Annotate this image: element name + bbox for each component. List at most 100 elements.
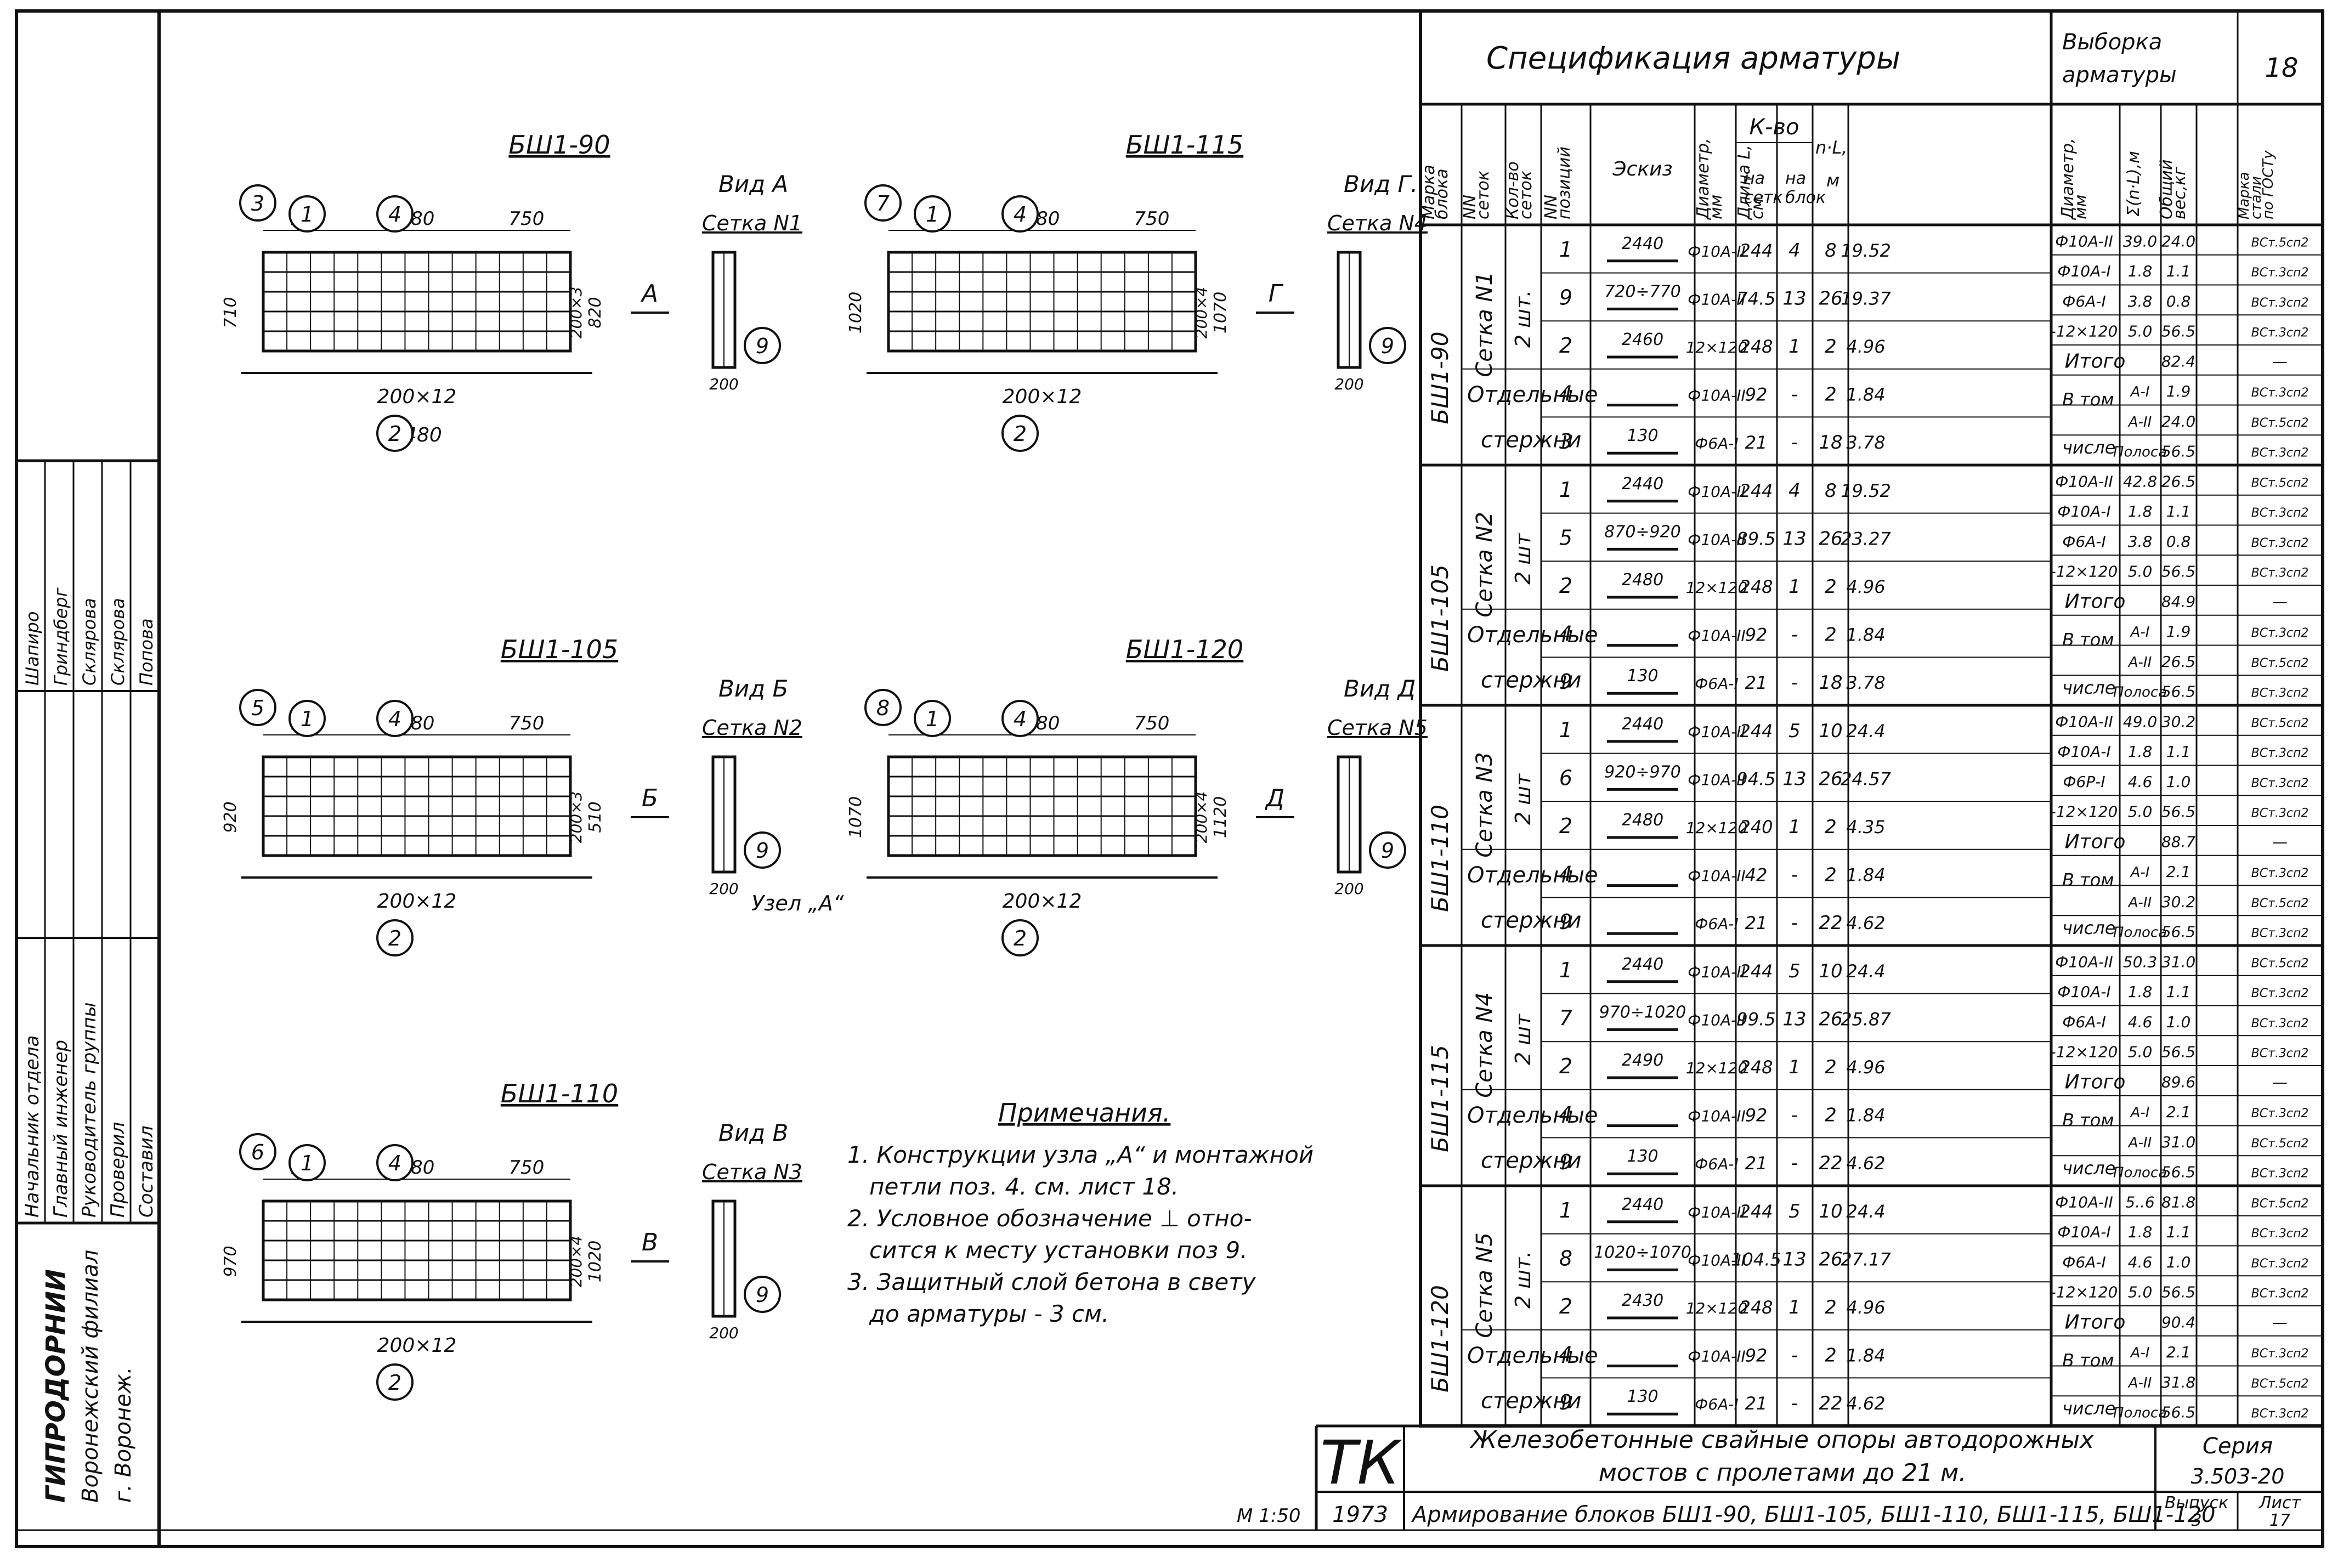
qty-per-block: 2 — [1825, 1297, 1837, 1318]
position-balloon: 9 — [1381, 334, 1394, 358]
qty-per-block: 26 — [1819, 528, 1842, 550]
incl-weight: 56.5 — [2161, 1163, 2195, 1181]
sel-diameter: Ф10А-II — [2055, 1193, 2113, 1211]
sketch-dim: 2480 — [1622, 811, 1663, 830]
bar-length: 248 — [1739, 576, 1773, 597]
sketch-dim: 130 — [1627, 666, 1658, 686]
position-balloon: 9 — [756, 839, 769, 863]
total-dash: — — [2272, 1313, 2288, 1331]
dim-step: 200×12 — [377, 386, 457, 408]
bar-diameter: Ф10А-II — [1688, 723, 1746, 741]
sel-diameter: Ф10А-I — [2057, 262, 2110, 280]
qty-per-block: 22 — [1819, 912, 1842, 934]
qty-per-block: 2 — [1825, 576, 1837, 598]
total-length: 19.52 — [1841, 480, 1891, 501]
block-mark: БШ1-115 — [1427, 1045, 1453, 1152]
sel-steel: ВСт.5сп2 — [2251, 236, 2309, 250]
bar-diameter: Ф6А-I — [1695, 1155, 1738, 1173]
position-number: 1 — [1559, 1198, 1572, 1222]
side-name: Склярова — [107, 598, 128, 686]
qty-per-net: - — [1791, 624, 1798, 646]
note-line: до арматуры - 3 см. — [869, 1300, 1109, 1327]
incl-class: А-II — [2127, 654, 2152, 671]
position-number: 2 — [1559, 1054, 1572, 1078]
qty-per-block: 2 — [1825, 384, 1837, 406]
sel-sum: 39.0 — [2123, 232, 2157, 250]
sel-weight: 81.8 — [2161, 1193, 2195, 1211]
block-mark: БШ1-105 — [1427, 564, 1453, 672]
sheet-number: 18 — [2265, 53, 2298, 83]
dim-right: 750 — [1134, 208, 1170, 230]
dim-height: 920 — [221, 801, 240, 833]
sel-diameter: Ф10А-II — [2055, 472, 2113, 490]
sel-diameter: Ф10А-II — [2055, 232, 2113, 250]
sel-steel: ВСт.3сп2 — [2251, 296, 2309, 310]
sel-diameter: Ф6А-I — [2062, 533, 2105, 551]
position-number: 1 — [1559, 958, 1572, 982]
total-length: 24.57 — [1841, 768, 1891, 789]
sel-steel: ВСт.3сп2 — [2251, 266, 2309, 280]
view-label: Вид А — [718, 171, 788, 197]
incl-class: А-II — [2127, 414, 2152, 431]
sel-steel: ВСт.3сп2 — [2251, 326, 2309, 340]
side-name: Шапиро — [22, 612, 43, 686]
bar-length: 92 — [1745, 625, 1768, 646]
incl-class: Полоса — [2113, 925, 2167, 941]
sel-weight: 0.8 — [2166, 533, 2191, 551]
position-balloon: 2 — [388, 1371, 401, 1395]
incl-weight: 30.2 — [2161, 893, 2195, 911]
bar-diameter: Ф10А-II — [1688, 1203, 1746, 1221]
qty-per-net: 1 — [1788, 336, 1801, 358]
position-balloon: 2 — [388, 422, 401, 446]
incl-label: числе — [2062, 437, 2115, 458]
qty-per-block: 26 — [1819, 1008, 1842, 1030]
total-length: 3.78 — [1846, 672, 1885, 693]
header-sel-sum: Σ(n·L),м — [2124, 151, 2143, 217]
sel-diameter: Ф10А-I — [2057, 743, 2110, 761]
incl-class: А-II — [2127, 895, 2152, 911]
total-label: Итого — [2065, 590, 2126, 613]
list-label: Лист — [2259, 1493, 2302, 1513]
drawing-title: БШ1-105 — [501, 635, 618, 664]
loose-bars: Отдельные — [1467, 1343, 1598, 1368]
note-line: сится к месту установки поз 9. — [869, 1237, 1248, 1264]
net-qty: 2 шт — [1511, 773, 1535, 825]
year: 1973 — [1332, 1502, 1388, 1527]
total-length: 4.62 — [1846, 1393, 1885, 1414]
dim-height-right: 1070 — [1211, 292, 1230, 333]
cut-mark: А — [640, 280, 658, 308]
position-balloon: 1 — [301, 707, 314, 731]
position-number: 9 — [1559, 285, 1572, 309]
incl-class: А-II — [2127, 1375, 2152, 1391]
bar-diameter: Ф10А-II — [1688, 242, 1746, 261]
position-balloon: 6 — [251, 1140, 264, 1164]
sketch-dim: 130 — [1627, 426, 1658, 445]
net-name: Сетка N5 — [1472, 1232, 1497, 1338]
qty-per-net: 1 — [1788, 1056, 1801, 1078]
qty-per-block: 8 — [1825, 240, 1837, 262]
bar-diameter: Ф10А-II — [1688, 1251, 1746, 1269]
sel-diameter: -12×120 — [2051, 563, 2118, 581]
sel-weight: 30.2 — [2161, 712, 2195, 731]
qty-per-net: 1 — [1788, 1297, 1801, 1318]
qty-per-block: 26 — [1819, 1248, 1842, 1270]
qty-per-block: 2 — [1825, 624, 1837, 646]
incl-weight: 31.0 — [2161, 1133, 2195, 1151]
dim-step: 200×12 — [377, 1334, 457, 1357]
bar-diameter: Ф10А-II — [1688, 963, 1746, 981]
position-balloon: 1 — [926, 202, 939, 227]
sel-sum: 42.8 — [2123, 472, 2157, 490]
qty-per-block: 10 — [1819, 1201, 1842, 1222]
header-sel-steel: Марка — [2236, 172, 2252, 219]
bar-length: 99.5 — [1736, 1009, 1775, 1029]
side-name: Попова — [136, 618, 157, 686]
position-balloon: 4 — [1014, 707, 1027, 731]
total-label: Итого — [2065, 1071, 2126, 1093]
sel-sum: 1.8 — [2128, 262, 2153, 280]
total-weight: 82.4 — [2161, 352, 2195, 370]
sel-steel: ВСт.3сп2 — [2251, 1257, 2309, 1271]
incl-steel: ВСт.5сп2 — [2251, 897, 2309, 910]
header-position: позиций — [1555, 146, 1574, 219]
bar-diameter: Ф10А-II — [1688, 387, 1746, 405]
sel-steel: ВСт.5сп2 — [2251, 716, 2309, 730]
